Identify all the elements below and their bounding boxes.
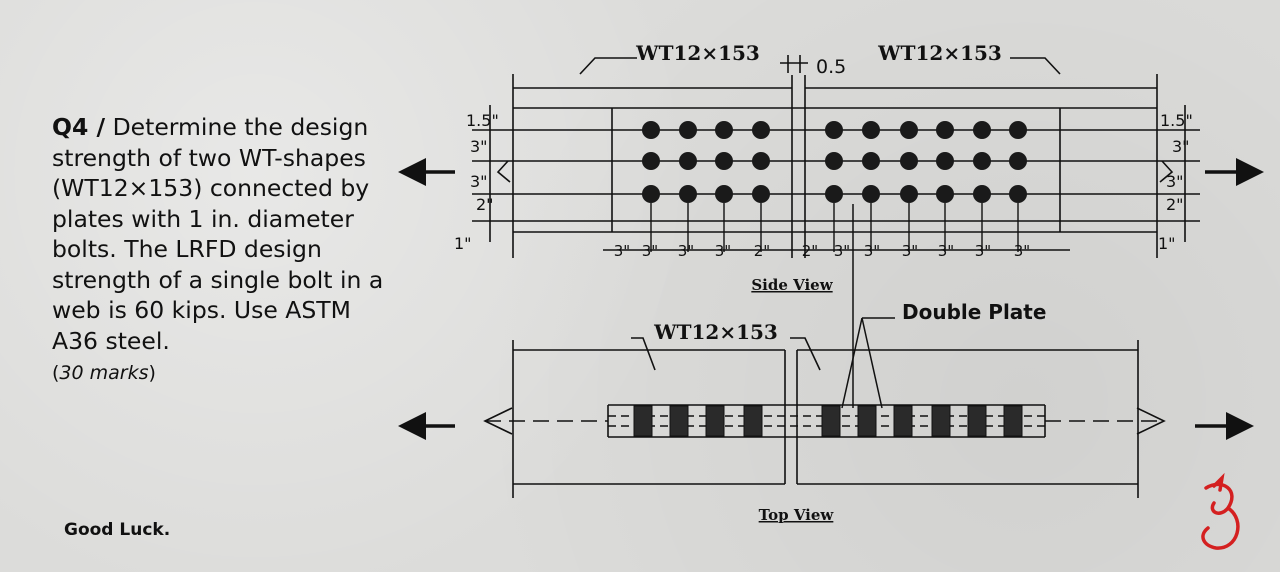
bolt [936,152,954,170]
bolt [642,152,660,170]
bolt [825,152,843,170]
svg-text:3": 3" [642,242,658,260]
bolt [900,152,918,170]
svg-text:3": 3" [678,242,694,260]
svg-text:2": 2" [802,242,818,260]
bolt [752,152,770,170]
bolt [752,185,770,203]
bottom-dimension-labels: 3" 3" 3" 3" 2" 2" 3" 3" 3" 3" 3" 3" [614,242,1030,260]
svg-text:3": 3" [470,172,488,191]
question-number: Q4 / [52,113,106,141]
svg-text:3": 3" [834,242,850,260]
svg-text:2": 2" [754,242,770,260]
svg-text:3": 3" [1172,137,1190,156]
side-view-caption: Side View [751,276,833,294]
question-text: Q4 / Determine the design strength of tw… [52,112,397,389]
gap-label: 0.5 [816,56,846,78]
section-label-right: WT12×153 [877,41,1002,65]
svg-text:3": 3" [470,137,488,156]
bolt [715,185,733,203]
bolt [825,121,843,139]
svg-text:1.5": 1.5" [466,111,499,130]
bolt [679,152,697,170]
bolt [973,185,991,203]
double-plate-label: Double Plate [902,300,1046,324]
bolt [936,185,954,203]
bolt [715,152,733,170]
bolt [862,152,880,170]
bolt [679,121,697,139]
left-dimension-labels: 1.5" 3" 3" 2" 1" [454,111,499,253]
bolt [900,185,918,203]
bolt-group [642,121,1027,252]
bolt [642,121,660,139]
svg-text:2": 2" [1166,195,1184,214]
svg-text:1.5": 1.5" [1160,111,1193,130]
svg-text:3": 3" [975,242,991,260]
side-view-lines [472,55,1200,258]
bolt [752,121,770,139]
bolt [715,121,733,139]
svg-text:3": 3" [864,242,880,260]
svg-text:3": 3" [614,242,630,260]
bolt [936,121,954,139]
bolt [679,185,697,203]
top-view-lines [483,337,1166,498]
svg-text:1": 1" [1158,234,1176,253]
load-arrows [398,158,1264,440]
top-view-bolts [633,405,1023,437]
good-luck-text: Good Luck. [64,520,171,540]
bolt [825,185,843,203]
right-dimension-labels: 1.5" 3" 3" 2" 1" [1158,111,1193,253]
bolt [642,185,660,203]
double-plate-leader [841,204,895,409]
bolt [862,185,880,203]
svg-text:3": 3" [1166,172,1184,191]
bolt [973,121,991,139]
bolt [900,121,918,139]
svg-text:2": 2" [476,195,494,214]
section-label-left: WT12×153 [635,41,760,65]
svg-text:1": 1" [454,234,472,253]
svg-text:3": 3" [715,242,731,260]
top-view-caption: Top View [759,506,835,524]
bolt [973,152,991,170]
bolt [1009,121,1027,139]
dragon-logo [1201,472,1240,550]
top-view-section-label: WT12×153 [653,320,778,344]
svg-text:3": 3" [902,242,918,260]
question-marks: (30 marks) [52,362,156,384]
bolt [1009,152,1027,170]
svg-text:3": 3" [938,242,954,260]
bolt [862,121,880,139]
bolt [1009,185,1027,203]
question-body: Determine the design strength of two WT-… [52,113,384,355]
svg-text:3": 3" [1014,242,1030,260]
